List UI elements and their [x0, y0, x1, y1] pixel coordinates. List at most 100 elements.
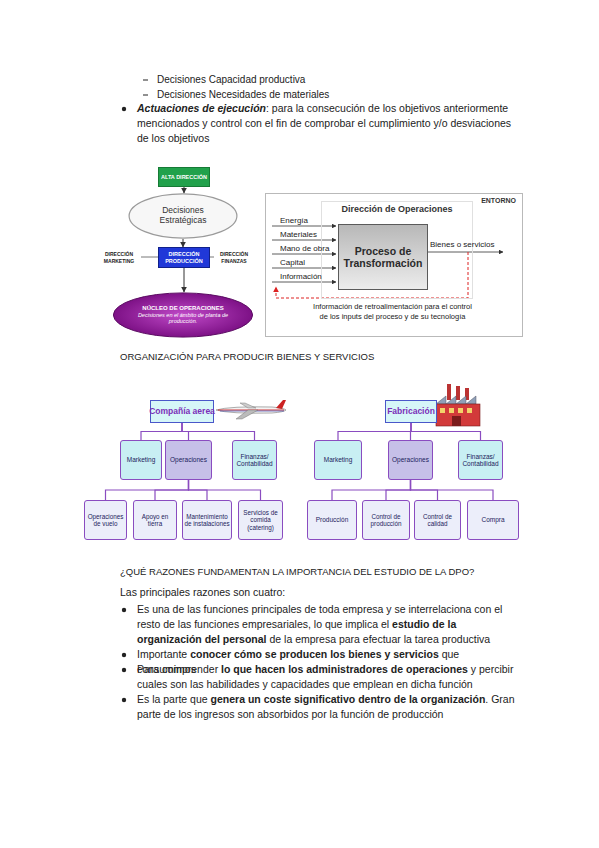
bullet-dot — [122, 668, 126, 672]
body-text: . Gran parte de los ingresos son absorbi… — [137, 693, 517, 720]
node-text: Operaciones — [170, 456, 207, 463]
body-text: Información de retroalimentación para el… — [313, 302, 474, 321]
text-block: Energía — [280, 215, 336, 226]
tree-connector — [189, 480, 261, 500]
ellipse-node: Decisiones Estratégicas — [128, 193, 238, 239]
text-block: DIRECCIÓN FINANZAS — [214, 251, 254, 264]
node-text: Compra — [481, 516, 504, 523]
input-arrow — [272, 240, 336, 241]
body-text: Decisiones Capacidad productiva — [157, 74, 305, 85]
body-text: de la empresa para efectuar la tarea pro… — [267, 633, 491, 645]
node-text: Finanzas/ Contabilidad — [233, 453, 276, 468]
body-text: Bienes o servicios — [430, 240, 494, 249]
body-text: : para la consecución de los objetivos a… — [137, 102, 514, 144]
node-text: Apoyo en tierra — [134, 513, 176, 527]
tree-connector — [182, 423, 255, 440]
node-text: Control de calidad — [415, 513, 460, 527]
bullet-dot — [122, 107, 126, 111]
text-block: Capital — [280, 257, 336, 268]
node-text: NÚCLEO DE OPERACIONES — [142, 305, 223, 312]
input-arrow — [272, 254, 336, 255]
arrow-connector — [183, 239, 184, 247]
org-box: ALTA DIRECCIÓN — [158, 167, 210, 187]
org-box: Control de calidad — [414, 500, 461, 540]
org-box: Mantenimiento de instalaciones — [182, 500, 232, 540]
node-text: Marketing — [324, 456, 353, 463]
text-block: ¿QUÉ RAZONES FUNDAMENTAN LA IMPORTANCIA … — [120, 565, 560, 578]
node-text: Proceso de Transformación — [339, 245, 427, 269]
text-block: Es una de las funciones principales de t… — [137, 602, 515, 647]
org-box: Servicios de comida (catering) — [238, 500, 283, 540]
body-text: estudio de la organización del personal — [137, 618, 459, 645]
arrow-connector — [184, 187, 185, 193]
node-text: Decisiones Estratégicas — [148, 206, 218, 226]
body-text: Las principales razones son cuatro: — [120, 586, 285, 598]
node-text: Mantenimiento de instalaciones — [183, 513, 231, 527]
body-text: que consumimos — [137, 648, 462, 675]
org-box: Finanzas/ Contabilidad — [232, 440, 277, 480]
text-block: Información — [280, 271, 336, 282]
node-text: Dirección de Operaciones — [341, 204, 452, 214]
node-text: Producción — [316, 516, 349, 523]
tree-connector — [189, 480, 208, 500]
body-text: DIRECCIÓN FINANZAS — [220, 251, 249, 264]
body-text: Es la parte que — [137, 693, 211, 705]
body-text: Decisiones Necesidades de materiales — [157, 89, 329, 100]
tree-connector — [332, 480, 411, 500]
body-text: genera un coste significativo dentro de … — [211, 693, 486, 705]
text-block: Bienes o servicios — [430, 239, 510, 250]
org-box: DIRECCIÓN PRODUCCIÓN — [158, 247, 210, 268]
text-block: Es la parte que genera un coste signific… — [137, 692, 515, 722]
node-text: DIRECCIÓN PRODUCCIÓN — [159, 251, 209, 264]
output-arrow — [426, 252, 503, 253]
text-block: Materiales — [280, 229, 336, 240]
org-box: Operaciones — [388, 440, 433, 480]
input-arrow — [272, 268, 336, 269]
node-text: Operaciones de vuelo — [85, 513, 126, 527]
org-box: Compra — [467, 500, 519, 540]
side-line — [210, 257, 214, 258]
node-text: Compañía aerea — [149, 407, 215, 417]
input-arrow — [272, 226, 336, 227]
factory-illustration — [436, 384, 480, 426]
body-text: Es una de las funciones principales de t… — [137, 603, 505, 630]
bullet-dot — [122, 698, 126, 702]
org-box: Operaciones — [165, 440, 212, 480]
tree-connector — [411, 480, 438, 500]
tree-connector — [410, 423, 412, 440]
text-block: Actuaciones de ejecución: para la consec… — [137, 101, 513, 146]
dash-bullet — [143, 95, 148, 96]
node-text: ALTA DIRECCIÓN — [161, 174, 207, 180]
text-block: Para comprender lo que hacen los adminis… — [137, 662, 515, 692]
side-line — [141, 257, 158, 258]
body-text: lo que hacen los administradores de oper… — [221, 663, 468, 675]
section-heading: ¿QUÉ RAZONES FUNDAMENTAN LA IMPORTANCIA … — [120, 566, 474, 577]
dash-bullet — [143, 80, 148, 81]
node-text: Servicios de comida (catering) — [239, 509, 282, 531]
text-block: Mano de obra — [280, 243, 336, 254]
section-heading: ORGANIZACIÓN PARA PRODUCIR BIENES Y SERV… — [120, 351, 374, 362]
arrow-connector — [184, 268, 185, 292]
tree-connector — [141, 423, 182, 440]
tree-connector — [386, 480, 411, 500]
node-text: Marketing — [127, 456, 156, 463]
ellipse-node: NÚCLEO DE OPERACIONESDecisiones en el ám… — [112, 292, 254, 338]
org-box: Marketing — [314, 440, 362, 480]
bullet-dot — [122, 653, 126, 657]
org-box: Apoyo en tierra — [133, 500, 177, 540]
text-block: Las principales razones son cuatro: — [120, 585, 540, 599]
body-text: Energía — [280, 216, 308, 225]
text-block: Decisiones Capacidad productiva — [157, 73, 517, 87]
text-block: Importante conocer cómo se producen los … — [137, 647, 515, 677]
org-root-box: Fabricación — [385, 400, 437, 423]
body-text: Información — [280, 272, 322, 281]
node-text: Decisiones en el ámbito de planta de pro… — [136, 312, 231, 325]
input-arrow — [272, 282, 336, 283]
org-box: Producción — [307, 500, 357, 540]
airplane-illustration — [216, 400, 286, 419]
tree-connector — [411, 480, 494, 500]
